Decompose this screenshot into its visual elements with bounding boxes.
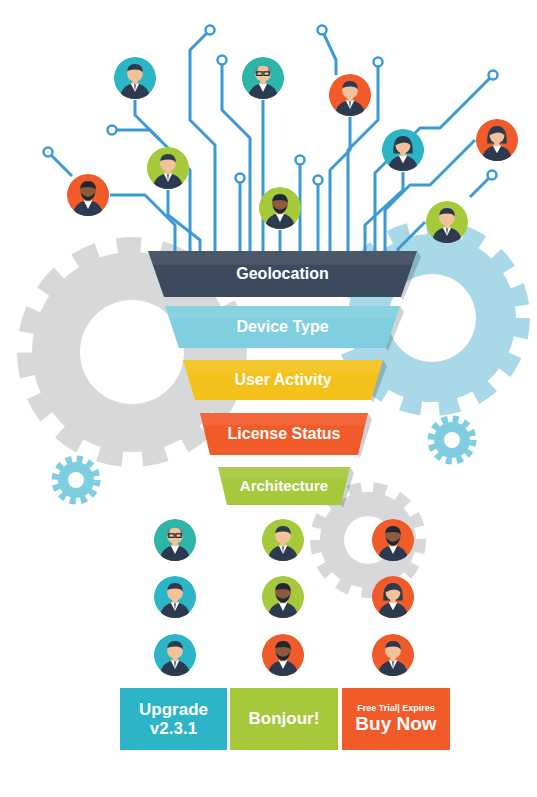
user-avatar [242, 57, 284, 100]
user-avatar [147, 147, 189, 190]
terminal [296, 156, 305, 165]
terminal [488, 171, 497, 180]
user-avatar [114, 57, 156, 100]
node-label: Upgrade v2.3.1 [128, 700, 219, 738]
terminal [218, 56, 227, 65]
user-avatar [372, 576, 414, 619]
user-avatars-top [67, 57, 518, 244]
node-label: Bonjour! [249, 709, 320, 728]
funnel-band: User Activity [183, 360, 383, 400]
wire [317, 180, 320, 256]
user-avatar [67, 174, 109, 217]
band-fill [148, 251, 417, 297]
box-fill [230, 688, 338, 750]
user-avatars-segmented [154, 519, 414, 677]
terminal [108, 126, 117, 135]
user-avatar [329, 74, 371, 117]
node-label: Geolocation [236, 265, 328, 283]
user-avatar [372, 634, 414, 677]
wire [135, 100, 190, 256]
user-avatar [426, 201, 468, 244]
box-fill [342, 688, 450, 750]
gear [431, 419, 473, 461]
wire [112, 130, 160, 140]
wire [239, 178, 242, 256]
terminal [489, 71, 498, 80]
user-avatar [382, 129, 424, 172]
user-avatar [154, 576, 196, 619]
funnel-band: Device Type [165, 306, 400, 348]
band-fill [183, 360, 383, 400]
band-highlight [200, 413, 368, 426]
user-avatar [262, 519, 304, 562]
wire [375, 75, 493, 256]
user-avatar [154, 519, 196, 562]
node-label: Free Trial| Expires [357, 703, 435, 713]
band-fill [165, 306, 400, 348]
wire [190, 30, 215, 256]
band-fill [200, 413, 368, 455]
band-highlight [165, 306, 400, 319]
terminal [236, 174, 245, 183]
wire [168, 190, 200, 256]
node-label: Buy Now [355, 713, 436, 734]
band-fill [218, 467, 350, 505]
wire [398, 222, 425, 256]
wire [322, 30, 336, 75]
band-highlight [148, 251, 417, 265]
terminal [314, 176, 323, 185]
gear [55, 459, 97, 501]
box-fill [120, 688, 227, 750]
wire-terminals [44, 26, 498, 185]
user-avatar [262, 576, 304, 619]
user-avatar [372, 519, 414, 562]
wire [110, 195, 175, 256]
gears [26, 228, 522, 592]
funnel-band: Architecture [218, 467, 350, 505]
node-label: Device Type [236, 318, 328, 336]
circuit-wires [48, 30, 493, 256]
message-box: Bonjour! [230, 688, 338, 750]
user-avatar [154, 634, 196, 677]
message-box: Free Trial| ExpiresBuy Now [342, 688, 450, 750]
user-avatar [262, 634, 304, 677]
node-label: User Activity [234, 371, 331, 389]
funnel-band: Geolocation [148, 251, 417, 297]
user-avatar [476, 119, 518, 162]
wire [262, 100, 265, 256]
terminal [374, 58, 383, 67]
band-highlight [183, 360, 383, 372]
node-label: Architecture [240, 478, 328, 495]
terminal [44, 148, 53, 157]
terminal [206, 26, 215, 35]
funnel-band: License Status [200, 413, 368, 455]
terminal [318, 26, 327, 35]
user-avatar [259, 187, 301, 230]
node-label: License Status [228, 425, 341, 443]
message-box: Upgrade v2.3.1 [120, 688, 227, 750]
